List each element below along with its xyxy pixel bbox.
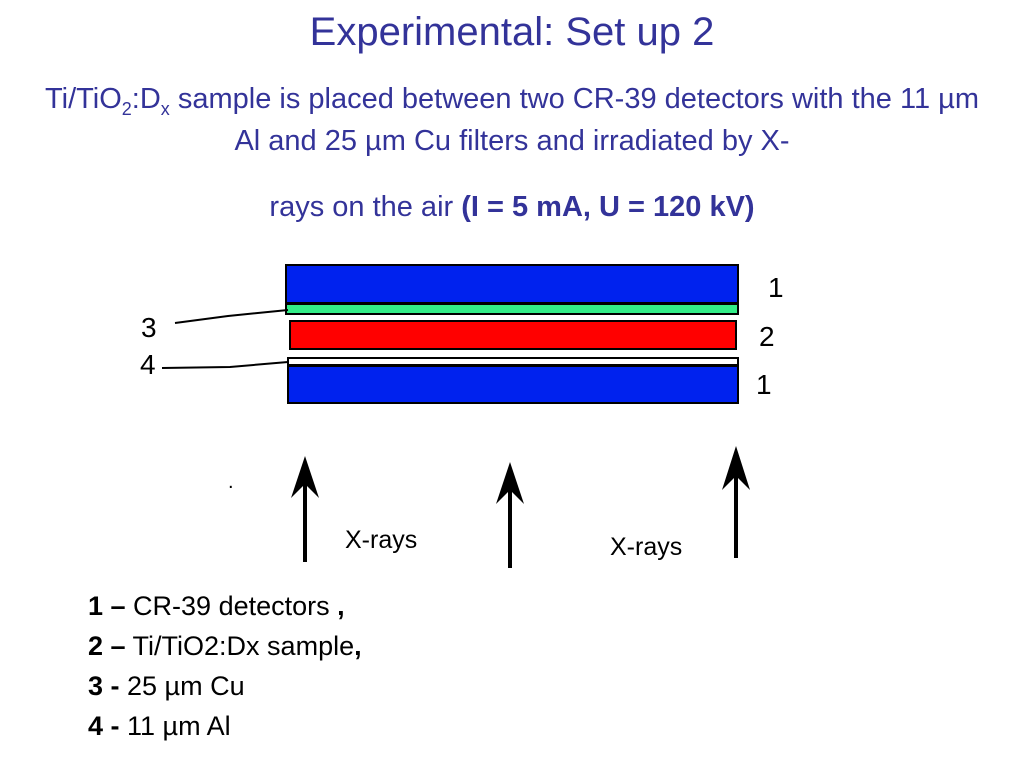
xray-label-right: X-rays xyxy=(610,533,682,561)
cu-filter-leader-line xyxy=(174,309,289,324)
legend-item: 3 - 25 µm Cu xyxy=(88,666,362,706)
subtitle-emphasis: (I = 5 mA, U = 120 kV) xyxy=(461,191,755,223)
legend-key: 1 – xyxy=(88,591,126,621)
legend-item: 1 – CR-39 detectors , xyxy=(88,586,362,626)
top-detector-layer xyxy=(285,264,739,304)
label-top-detector: 1 xyxy=(768,272,784,303)
legend-value: 25 µm Cu xyxy=(119,671,245,701)
legend: 1 – CR-39 detectors , 2 – Ti/TiO2:Dx sam… xyxy=(88,586,362,746)
cu-filter-layer xyxy=(285,303,739,315)
label-sample: 2 xyxy=(759,321,775,352)
subtitle-text-3: sample is placed between two CR-39 detec… xyxy=(169,83,980,157)
legend-value: 11 µm Al xyxy=(119,711,231,741)
label-cu-filter: 3 xyxy=(141,312,157,343)
legend-key: 3 - xyxy=(88,671,120,701)
slide-title: Experimental: Set up 2 xyxy=(309,10,715,54)
subtitle-text-1: Ti/TiO xyxy=(44,83,122,115)
al-filter-leader-line xyxy=(161,361,289,369)
label-bottom-detector: 1 xyxy=(756,369,772,400)
xray-label-left: X-rays xyxy=(345,526,417,554)
subtitle-subscript-2: 2 xyxy=(121,98,132,119)
legend-item: 4 - 11 µm Al xyxy=(88,706,362,746)
sample-layer xyxy=(289,320,737,350)
label-al-filter: 4 xyxy=(140,349,156,380)
legend-item: 2 – Ti/TiO2:Dx sample, xyxy=(88,626,362,666)
xray-arrow-middle xyxy=(496,462,524,568)
al-filter-layer xyxy=(287,357,739,366)
slide-subtitle: Ti/TiO2:Dx sample is placed between two … xyxy=(40,78,984,228)
xray-arrow-right xyxy=(722,446,750,558)
xray-arrow-left xyxy=(291,456,319,562)
subtitle-subscript-x: x xyxy=(160,98,170,119)
legend-key: 4 - xyxy=(88,711,120,741)
legend-value: Ti/TiO2:Dx sample xyxy=(125,631,355,661)
subtitle-text-2: :D xyxy=(131,83,161,115)
subtitle-line-3: rays on the air (I = 5 mA, U = 120 kV) xyxy=(40,186,984,228)
legend-suffix: , xyxy=(354,631,362,661)
bottom-detector-layer xyxy=(287,365,739,404)
legend-key: 2 – xyxy=(88,631,126,661)
subtitle-text-4: rays on the air xyxy=(269,191,462,223)
stray-dot: . xyxy=(228,471,234,493)
legend-value: CR-39 detectors xyxy=(125,591,338,621)
legend-suffix: , xyxy=(337,591,345,621)
